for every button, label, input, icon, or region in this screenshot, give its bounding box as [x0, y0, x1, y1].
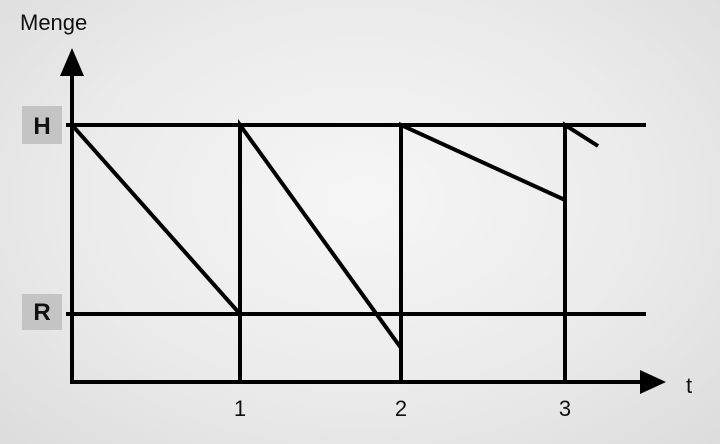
- y-axis-arrow: [60, 48, 84, 76]
- high-level-label: H: [33, 113, 50, 140]
- reorder-level-label: R: [33, 299, 50, 326]
- inventory-curve: [70, 118, 600, 355]
- reorder-level-label-box: [22, 294, 62, 330]
- y-axis-label: Menge: [20, 10, 87, 35]
- high-level-label-box: [22, 106, 62, 144]
- x-axis-arrow: [640, 370, 666, 394]
- x-tick-label-2: 2: [395, 396, 407, 421]
- x-tick-label-3: 3: [559, 396, 571, 421]
- x-tick-label-1: 1: [234, 396, 246, 421]
- x-axis-label: t: [686, 373, 692, 398]
